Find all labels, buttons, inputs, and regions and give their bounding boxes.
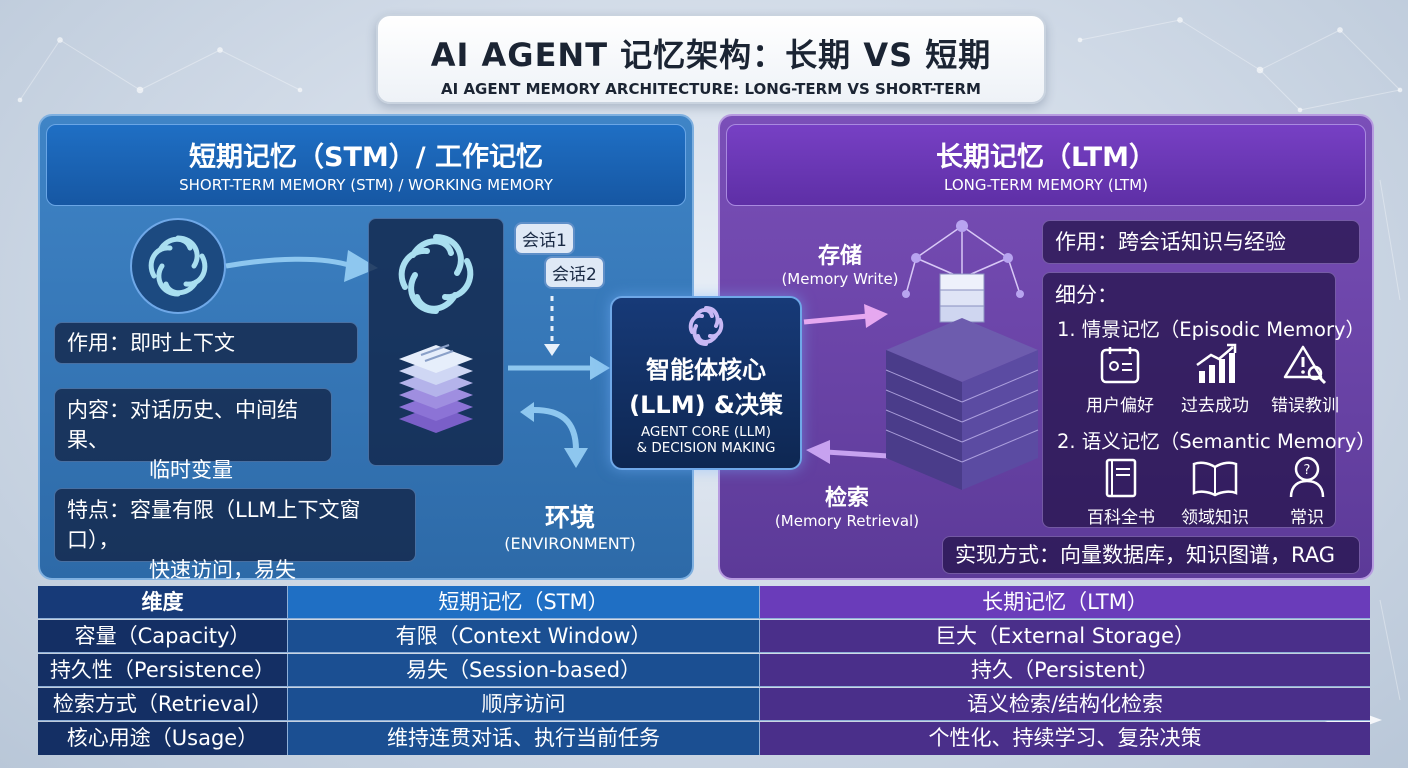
core-en-line2: & DECISION MAKING (636, 440, 776, 456)
past-success-icon (1196, 343, 1237, 383)
table-cell: 检索方式（Retrieval） (38, 688, 288, 721)
session-bubble-2: 会话2 (544, 256, 605, 289)
stm-header-en: SHORT-TERM MEMORY (STM) / WORKING MEMORY (179, 176, 553, 194)
table-cell: 持久性（Persistence） (38, 654, 288, 687)
comparison-table: 维度 短期记忆（STM） 长期记忆（LTM） 容量（Capacity） 有限（C… (38, 586, 1370, 756)
environment-en: (ENVIRONMENT) (504, 534, 636, 553)
ltm-breakdown-title: 细分： (1055, 283, 1118, 307)
table-cell: 易失（Session-based） (288, 654, 760, 687)
agent-core-box: 智能体核心 (LLM) &决策 AGENT CORE (LLM) & DECIS… (610, 296, 802, 470)
ltm-flow-arrows-icon (803, 304, 889, 464)
table-header-stm: 短期记忆（STM） (288, 586, 760, 619)
stm-feature-line2: 快速访问，易失 (149, 558, 296, 582)
stm-header-cn: 短期记忆（STM）/ 工作记忆 (189, 142, 543, 173)
svg-text:?: ? (1304, 463, 1311, 478)
ltm-header-en: LONG-TERM MEMORY (LTM) (944, 176, 1148, 194)
core-en-line1: AGENT CORE (LLM) (640, 424, 772, 440)
table-row: 核心用途（Usage） 维持连贯对话、执行当前任务 个性化、持续学习、复杂决策 (38, 722, 1370, 755)
ltm-breakdown-box: 细分： 1. 情景记忆（Episodic Memory） 用户偏好 过去成功 错… (1042, 272, 1376, 528)
domain-knowledge-icon (1192, 461, 1238, 497)
ltm-implementation-text: 实现方式：向量数据库，知识图谱，RAG (955, 543, 1336, 567)
table-cell: 核心用途（Usage） (38, 722, 288, 755)
table-header-dimension: 维度 (38, 586, 288, 619)
stm-feature-box: 特点：容量有限（LLM上下文窗口）， 快速访问，易失 (54, 488, 416, 582)
table-cell: 顺序访问 (288, 688, 760, 721)
llm-logo-icon (130, 218, 226, 314)
semantic-title: 2. 语义记忆（Semantic Memory） (1057, 430, 1376, 453)
stm-content-line2: 临时变量 (149, 458, 233, 482)
arrow-to-memory-icon (225, 250, 378, 282)
stm-feature-line1: 特点：容量有限（LLM上下文窗口）， (67, 498, 361, 552)
table-header-ltm: 长期记忆（LTM） (760, 586, 1370, 619)
episodic-title: 1. 情景记忆（Episodic Memory） (1057, 318, 1366, 341)
semantic-item-1: 百科全书 (1087, 508, 1155, 528)
stm-flow-arrows-icon (508, 296, 610, 468)
episodic-item-2: 过去成功 (1181, 396, 1249, 416)
semantic-item-3: 常识 (1290, 508, 1324, 528)
page-subtitle: AI AGENT MEMORY ARCHITECTURE: LONG-TERM … (441, 80, 981, 98)
mistake-lesson-icon (1283, 345, 1327, 385)
store-en: (Memory Write) (781, 270, 899, 288)
encyclopedia-icon (1105, 458, 1137, 498)
semantic-item-2: 领域知识 (1181, 508, 1249, 528)
environment-label: 环境 (ENVIRONMENT) (490, 498, 650, 553)
core-title-line1: 智能体核心 (646, 356, 766, 384)
store-label: 存储 (Memory Write) (770, 238, 910, 288)
storage-building-icon (885, 220, 1039, 490)
title-banner: AI AGENT 记忆架构：长期 VS 短期 AI AGENT MEMORY A… (376, 14, 1046, 104)
stm-role-text: 作用：即时上下文 (67, 331, 235, 355)
table-row: 容量（Capacity） 有限（Context Window） 巨大（Exter… (38, 620, 1370, 653)
environment-cn: 环境 (544, 503, 595, 532)
episodic-item-3: 错误教训 (1271, 396, 1339, 416)
ltm-header: 长期记忆（LTM） LONG-TERM MEMORY (LTM) (726, 124, 1366, 206)
table-cell: 有限（Context Window） (288, 620, 760, 653)
table-cell: 持久（Persistent） (760, 654, 1370, 687)
table-cell: 维持连贯对话、执行当前任务 (288, 722, 760, 755)
retrieve-en: (Memory Retrieval) (774, 512, 920, 530)
table-cell: 语义检索/结构化检索 (760, 688, 1370, 721)
ltm-role-box: 作用：跨会话知识与经验 (1042, 220, 1360, 264)
table-row: 检索方式（Retrieval） 顺序访问 语义检索/结构化检索 (38, 688, 1370, 721)
table-row: 持久性（Persistence） 易失（Session-based） 持久（Pe… (38, 654, 1370, 687)
stm-role-box: 作用：即时上下文 (54, 322, 358, 364)
common-sense-icon: ? (1289, 456, 1325, 498)
store-cn: 存储 (817, 244, 862, 269)
table-cell: 个性化、持续学习、复杂决策 (760, 722, 1370, 755)
core-logo-icon (688, 306, 724, 346)
stm-content-box: 内容：对话历史、中间结果、 临时变量 (54, 388, 332, 482)
stm-content-line1: 内容：对话历史、中间结果、 (67, 398, 298, 452)
stm-header: 短期记忆（STM）/ 工作记忆 SHORT-TERM MEMORY (STM) … (46, 124, 686, 206)
retrieve-cn: 检索 (824, 486, 869, 511)
user-preference-icon (1100, 347, 1140, 384)
core-title-line2: (LLM) &决策 (629, 391, 783, 419)
ltm-role-text: 作用：跨会话知识与经验 (1055, 230, 1286, 254)
working-memory-box (368, 218, 504, 466)
retrieve-label: 检索 (Memory Retrieval) (762, 480, 932, 530)
table-cell: 容量（Capacity） (38, 620, 288, 653)
ltm-implementation-box: 实现方式：向量数据库，知识图谱，RAG (942, 536, 1360, 574)
episodic-item-1: 用户偏好 (1086, 396, 1154, 416)
table-cell: 巨大（External Storage） (760, 620, 1370, 653)
session-bubble-1: 会话1 (514, 222, 575, 255)
page-title: AI AGENT 记忆架构：长期 VS 短期 (430, 36, 992, 74)
table-header-row: 维度 短期记忆（STM） 长期记忆（LTM） (38, 586, 1370, 619)
ltm-header-cn: 长期记忆（LTM） (935, 142, 1157, 173)
